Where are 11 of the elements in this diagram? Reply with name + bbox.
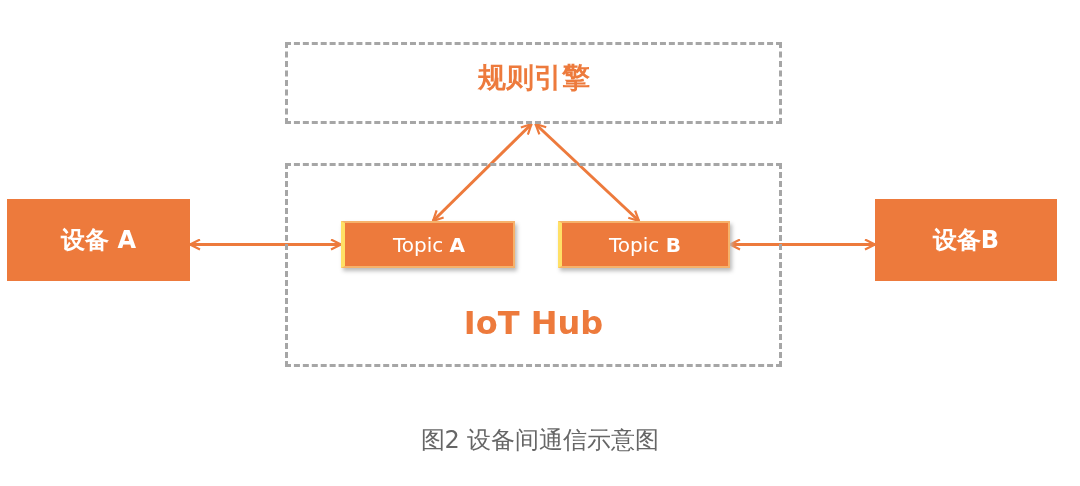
device-box: 设备B — [875, 199, 1057, 281]
box-title: IoT Hub — [462, 304, 605, 342]
dashed-box — [285, 42, 782, 124]
topic-box: Topic A — [341, 221, 515, 268]
dashed-box — [285, 163, 782, 367]
box-title: 规则引擎 — [476, 60, 591, 96]
caption: 图2 设备间通信示意图 — [419, 425, 661, 456]
device-box: 设备 A — [7, 199, 190, 281]
topic-box: Topic B — [558, 221, 730, 268]
double-arrow — [534, 122, 641, 223]
double-arrow — [431, 122, 533, 223]
